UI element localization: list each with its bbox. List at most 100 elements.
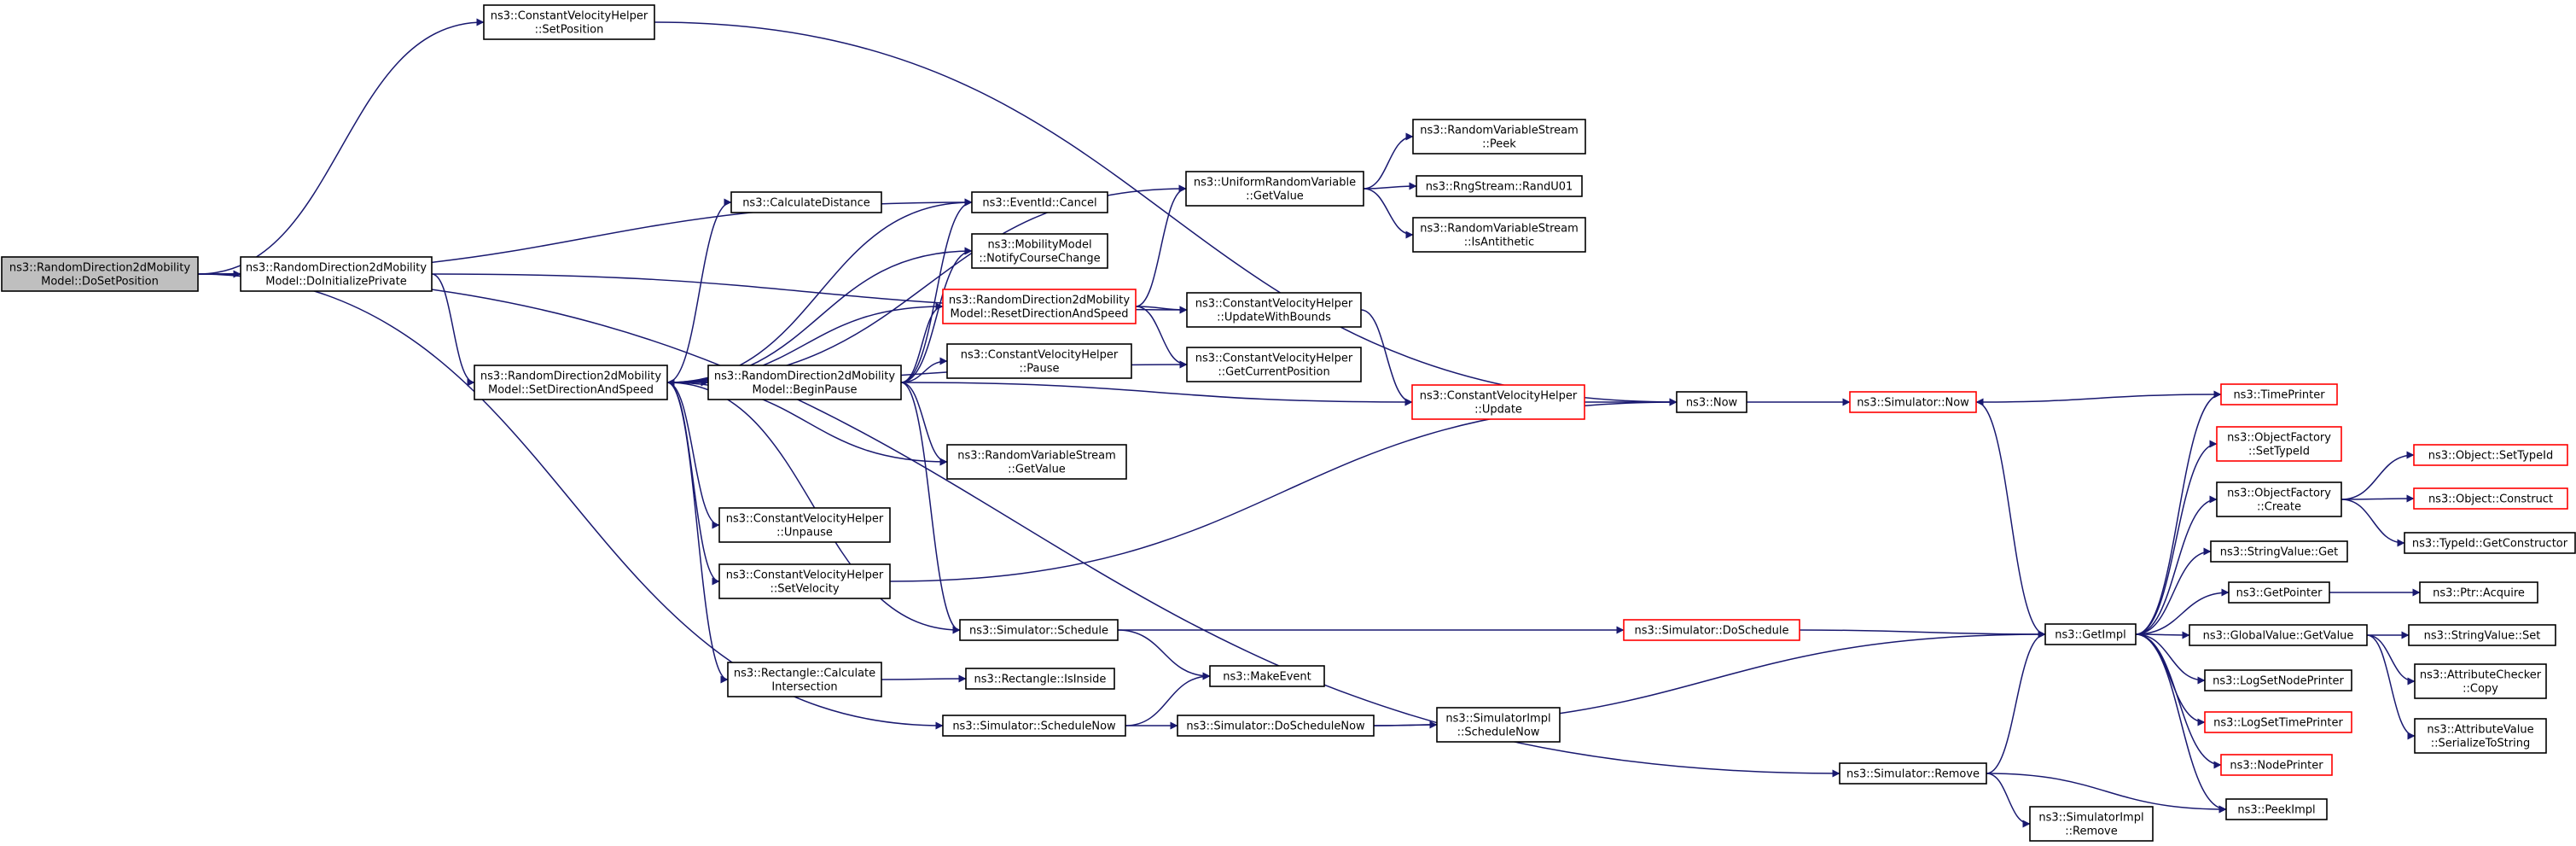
edge-setdirectionandspeed-to-rect_calcintersection — [666, 382, 729, 684]
node-label-getimpl-line0: ns3::GetImpl — [2055, 629, 2126, 642]
node-rvs_getvalue[interactable]: ns3::RandomVariableStream::GetValue — [946, 444, 1127, 480]
node-objfactory_create[interactable]: ns3::ObjectFactory::Create — [2216, 481, 2342, 517]
node-label-rvs_peek-line1: ::Peek — [1482, 138, 1516, 151]
node-label-logsettimeprinter-line0: ns3::LogSetTimePrinter — [2213, 717, 2343, 730]
node-label-rvs_getvalue-line0: ns3::RandomVariableStream — [957, 450, 1116, 463]
node-box-object_settypeid — [2413, 444, 2568, 466]
node-rvs_peek[interactable]: ns3::RandomVariableStream::Peek — [1412, 119, 1586, 155]
edge-getimpl-to-nodeprinter — [2135, 633, 2222, 769]
node-calculatedistance[interactable]: ns3::CalculateDistance — [730, 191, 882, 213]
node-ptr_acquire[interactable]: ns3::Ptr::Acquire — [2419, 581, 2538, 604]
node-label-object_construct-line0: ns3::Object::Construct — [2428, 493, 2553, 506]
node-nodeprinter[interactable]: ns3::NodePrinter — [2220, 754, 2333, 776]
node-logsetnodeprinter[interactable]: ns3::LogSetNodePrinter — [2204, 669, 2352, 691]
node-label-rect_calcintersection-line0: ns3::Rectangle::Calculate — [734, 668, 875, 680]
node-rvs_isantithetic[interactable]: ns3::RandomVariableStream::IsAntithetic — [1412, 217, 1586, 253]
edge-rect_calcintersection-to-rect_isinside — [881, 674, 967, 683]
node-dosetposition[interactable]: ns3::RandomDirection2dMobilityModel::DoS… — [1, 256, 199, 292]
node-cvh_pause[interactable]: ns3::ConstantVelocityHelper::Pause — [946, 343, 1132, 379]
node-timeprinter[interactable]: ns3::TimePrinter — [2220, 383, 2338, 405]
node-simimpl_remove[interactable]: ns3::SimulatorImpl::Remove — [2029, 806, 2154, 842]
node-cvh_unpause[interactable]: ns3::ConstantVelocityHelper::Unpause — [718, 507, 891, 543]
node-label-objfactory_create-line0: ns3::ObjectFactory — [2227, 487, 2331, 500]
node-sim_doschedulenow[interactable]: ns3::Simulator::DoScheduleNow — [1177, 715, 1375, 737]
node-label-object_settypeid-line0: ns3::Object::SetTypeId — [2428, 450, 2553, 463]
node-label-attrvalue_serialize-line1: ::SerializeToString — [2431, 738, 2530, 750]
node-getimpl[interactable]: ns3::GetImpl — [2044, 623, 2137, 645]
node-label-sim_schedule-line0: ns3::Simulator::Schedule — [969, 625, 1108, 638]
node-box-attrchecker_copy — [2414, 663, 2547, 699]
edge-urv_getvalue-to-rvs_peek — [1363, 132, 1414, 190]
node-attrvalue_serialize[interactable]: ns3::AttributeValue::SerializeToString — [2414, 718, 2547, 754]
node-box-objfactory_create — [2216, 481, 2342, 517]
node-label-cvh_setposition-line0: ns3::ConstantVelocityHelper — [491, 10, 648, 23]
node-box-dosetposition — [1, 256, 199, 292]
node-box-globalvalue_getvalue — [2189, 624, 2368, 646]
edge-timeprinter-to-sim_now — [1975, 394, 2222, 406]
node-sim_now[interactable]: ns3::Simulator::Now — [1849, 391, 1977, 413]
node-label-ptr_acquire-line0: ns3::Ptr::Acquire — [2433, 587, 2525, 600]
node-eventid_cancel[interactable]: ns3::EventId::Cancel — [971, 191, 1108, 213]
node-logsettimeprinter[interactable]: ns3::LogSetTimePrinter — [2204, 711, 2352, 733]
node-typeid_getconstructor[interactable]: ns3::TypeId::GetConstructor — [2404, 532, 2576, 554]
node-makeevent[interactable]: ns3::MakeEvent — [1209, 665, 1325, 687]
edge-setdirectionandspeed-to-cvh_setvelocity — [666, 382, 720, 586]
node-sim_schedule[interactable]: ns3::Simulator::Schedule — [959, 619, 1119, 641]
node-now[interactable]: ns3::Now — [1676, 391, 1747, 413]
edge-urv_getvalue-to-rvs_isantithetic — [1363, 188, 1414, 239]
node-doinitializeprivate[interactable]: ns3::RandomDirection2dMobilityModel::DoI… — [240, 256, 433, 292]
node-sim_schedulenow[interactable]: ns3::Simulator::ScheduleNow — [942, 715, 1126, 737]
node-label-logsetnodeprinter-line0: ns3::LogSetNodePrinter — [2213, 675, 2344, 688]
node-label-urv_getvalue-line0: ns3::UniformRandomVariable — [1194, 177, 1356, 190]
node-object_settypeid[interactable]: ns3::Object::SetTypeId — [2413, 444, 2568, 466]
node-cvh_setvelocity[interactable]: ns3::ConstantVelocityHelper::SetVelocity — [718, 563, 891, 599]
node-label-cvh_update-line0: ns3::ConstantVelocityHelper — [1420, 390, 1578, 403]
node-box-attrvalue_serialize — [2414, 718, 2547, 754]
node-sim_doschedule[interactable]: ns3::Simulator::DoSchedule — [1623, 619, 1800, 641]
node-cvh_setposition[interactable]: ns3::ConstantVelocityHelper::SetPosition — [483, 4, 655, 40]
node-globalvalue_getvalue[interactable]: ns3::GlobalValue::GetValue — [2189, 624, 2368, 646]
node-stringvalue_get[interactable]: ns3::StringValue::Get — [2210, 540, 2348, 563]
node-label-setdirectionandspeed-line0: ns3::RandomDirection2dMobility — [480, 370, 661, 383]
function-nodes: ns3::RandomDirection2dMobilityModel::DoS… — [1, 4, 2576, 842]
node-resetdirectionandspeed[interactable]: ns3::RandomDirection2dMobilityModel::Res… — [942, 289, 1137, 324]
node-label-nodeprinter-line0: ns3::NodePrinter — [2230, 760, 2323, 773]
node-setdirectionandspeed[interactable]: ns3::RandomDirection2dMobilityModel::Set… — [474, 365, 668, 400]
node-cvh_getcurrentposition[interactable]: ns3::ConstantVelocityHelper::GetCurrentP… — [1186, 347, 1362, 382]
edge-sim_remove-to-peekimpl — [1986, 773, 2227, 814]
node-peekimpl[interactable]: ns3::PeekImpl — [2225, 798, 2328, 820]
node-label-sim_doschedule-line0: ns3::Simulator::DoSchedule — [1634, 625, 1788, 638]
node-sim_remove[interactable]: ns3::Simulator::Remove — [1839, 762, 1987, 785]
node-box-timeprinter — [2220, 383, 2338, 405]
node-box-rvs_getvalue — [946, 444, 1127, 480]
node-urv_getvalue[interactable]: ns3::UniformRandomVariable::GetValue — [1185, 171, 1364, 207]
node-label-rect_isinside-line0: ns3::Rectangle::IsInside — [974, 674, 1107, 686]
node-beginpause[interactable]: ns3::RandomDirection2dMobilityModel::Beg… — [707, 365, 902, 400]
node-box-urv_getvalue — [1185, 171, 1364, 207]
node-rect_isinside[interactable]: ns3::Rectangle::IsInside — [965, 668, 1115, 690]
node-label-now-line0: ns3::Now — [1686, 397, 1738, 410]
node-notifycoursechange[interactable]: ns3::MobilityModel::NotifyCourseChange — [971, 233, 1108, 269]
node-objfactory_settypeid[interactable]: ns3::ObjectFactory::SetTypeId — [2216, 426, 2342, 462]
node-label-doinitializeprivate-line0: ns3::RandomDirection2dMobility — [246, 262, 427, 275]
node-box-resetdirectionandspeed — [942, 289, 1137, 324]
node-cvh_update[interactable]: ns3::ConstantVelocityHelper::Update — [1411, 384, 1585, 420]
node-box-logsetnodeprinter — [2204, 669, 2352, 691]
node-getpointer[interactable]: ns3::GetPointer — [2228, 581, 2330, 604]
edge-resetdirectionandspeed-to-cvh_updatewithbounds — [1135, 306, 1188, 314]
node-box-notifycoursechange — [971, 233, 1108, 269]
edge-beginpause-to-sim_schedule — [900, 382, 961, 634]
node-object_construct[interactable]: ns3::Object::Construct — [2413, 487, 2568, 510]
node-rngstream_randu01[interactable]: ns3::RngStream::RandU01 — [1416, 175, 1583, 197]
node-simimpl_schedulenow[interactable]: ns3::SimulatorImpl::ScheduleNow — [1436, 707, 1561, 743]
node-box-sim_doschedule — [1623, 619, 1800, 641]
node-box-simimpl_remove — [2029, 806, 2154, 842]
node-box-peekimpl — [2225, 798, 2328, 820]
node-attrchecker_copy[interactable]: ns3::AttributeChecker::Copy — [2414, 663, 2547, 699]
node-cvh_updatewithbounds[interactable]: ns3::ConstantVelocityHelper::UpdateWithB… — [1186, 292, 1362, 328]
node-label-peekimpl-line0: ns3::PeekImpl — [2237, 804, 2315, 817]
edge-cvh_setposition-to-now — [654, 21, 1678, 406]
node-stringvalue_set[interactable]: ns3::StringValue::Set — [2408, 624, 2556, 646]
node-label-dosetposition-line1: Model::DoSetPosition — [41, 276, 159, 289]
